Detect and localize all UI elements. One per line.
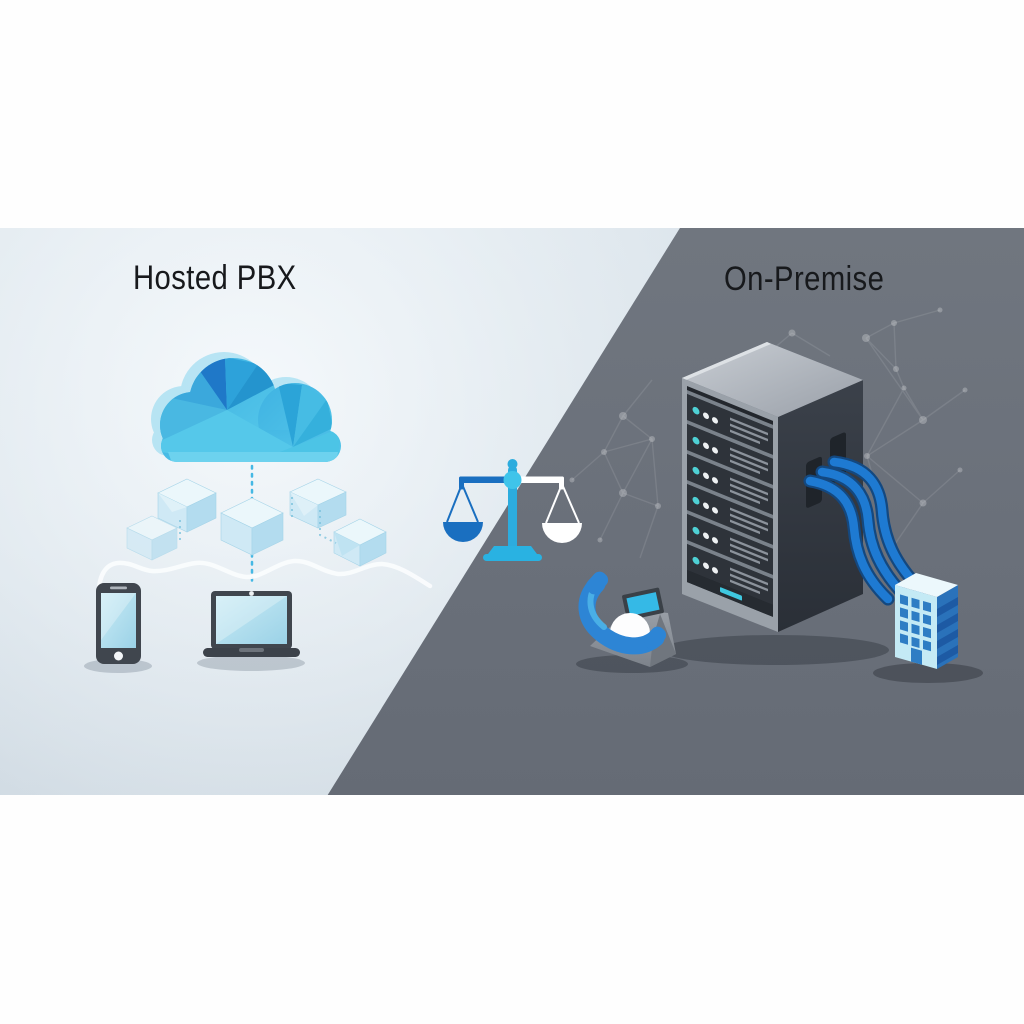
laptop-camera (249, 591, 254, 596)
polygonal-cloud-icon (151, 352, 341, 462)
blue-network-cables (803, 455, 927, 606)
wavy-cable (96, 558, 433, 595)
desk-phone-screen (622, 587, 664, 621)
phone-speaker (110, 586, 127, 590)
phone-home-button (114, 651, 123, 661)
smartphone-icon (84, 583, 152, 673)
scale-right-pan (542, 523, 582, 543)
network-cubes-icon (126, 478, 387, 567)
building-side-stripes (937, 597, 958, 665)
server-rack-icon (661, 342, 889, 665)
scale-left-pan (443, 522, 483, 542)
building-windows (900, 594, 931, 665)
hosted-pbx-title: Hosted PBX (133, 259, 297, 297)
desk-phone-handset (578, 571, 667, 655)
building-door (911, 647, 922, 665)
on-premise-title: On-Premise (724, 260, 885, 298)
laptop-icon (197, 591, 305, 671)
server-status-led (720, 587, 742, 601)
server-unit-rows (687, 390, 773, 605)
office-building-icon (873, 573, 983, 683)
desk-phone-icon (576, 571, 688, 673)
balance-scale-icon (443, 459, 582, 561)
